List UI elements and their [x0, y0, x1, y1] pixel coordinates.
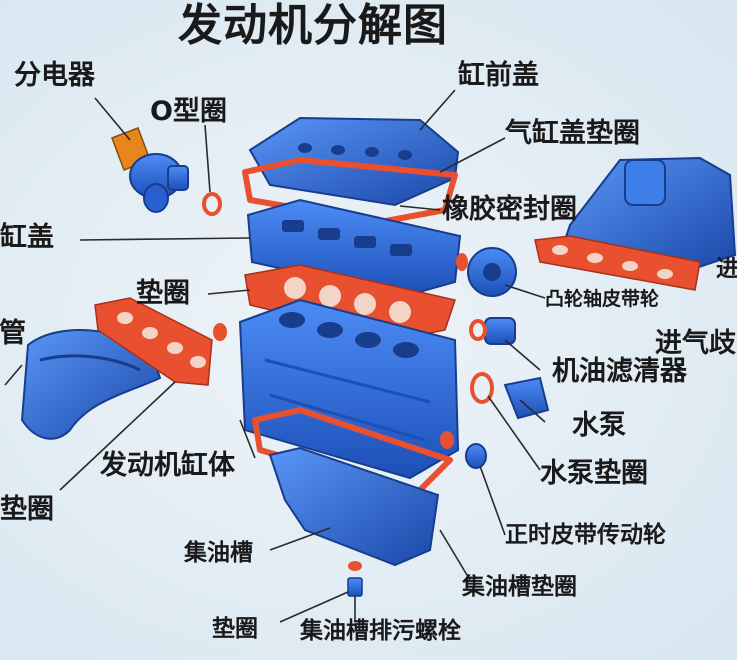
label-timing-belt-pulley: 正时皮带传动轮: [505, 522, 666, 548]
label-intake-manifold: 进气歧: [655, 328, 736, 359]
head-gasket-part: [244, 264, 456, 341]
distributor-part: [111, 127, 189, 213]
label-exhaust-manifold: 歧管: [0, 318, 26, 349]
intake-gasket-part: [534, 235, 701, 291]
label-distributor: 分电器: [14, 60, 95, 91]
label-oil-pan: 集油槽: [184, 540, 253, 566]
label-drain-gasket: 垫圈: [212, 616, 258, 642]
oil-pan-part: [268, 446, 440, 567]
label-engine-block: 发动机缸体: [100, 450, 235, 481]
label-camshaft-pulley: 凸轮轴皮带轮: [545, 288, 660, 310]
label-cover-gasket: 气缸盖垫圈: [505, 118, 640, 149]
engine-block-part: [238, 298, 460, 480]
o-ring-part: [202, 192, 222, 216]
label-exhaust-gasket: 垫圈: [0, 494, 54, 525]
label-water-pump-gasket: 水泵垫圈: [540, 458, 648, 489]
water-pump-gasket-part: [470, 372, 494, 404]
label-rubber-seal: 橡胶密封圈: [442, 194, 577, 225]
label-oil-filter: 机油滤清器: [552, 356, 687, 387]
drain-bolt-part: [347, 561, 363, 597]
cover-gasket-part: [242, 157, 458, 225]
label-cylinder-head-cover: 缸前盖: [458, 60, 539, 91]
exhaust-gasket-part: [94, 297, 213, 386]
label-cylinder-head: 缸盖: [0, 222, 54, 253]
label-o-ring: O型圈: [150, 96, 227, 127]
label-drain-bolt: 集油槽排污螺栓: [300, 618, 461, 644]
label-water-pump: 水泵: [572, 410, 626, 441]
diagram-title: 发动机分解图: [178, 0, 448, 51]
camshaft-pulley-part: [467, 247, 517, 297]
exhaust-manifold-part: [20, 329, 162, 440]
oil-pan-gasket-part: [252, 407, 453, 498]
cylinder-head-cover-part: [248, 116, 460, 207]
label-oil-pan-gasket: 集油槽垫圈: [462, 574, 577, 600]
water-pump-part: [503, 376, 550, 420]
label-head-gasket: 垫圈: [136, 278, 190, 309]
timing-pulley-part: [440, 431, 487, 469]
leader-lines: [4, 89, 546, 623]
oil-filter-part: [469, 317, 516, 345]
label-intake-partial: 进: [716, 256, 737, 282]
